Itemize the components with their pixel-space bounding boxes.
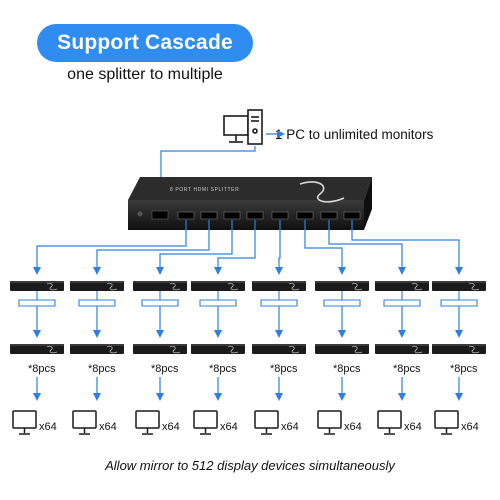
main-output-arrow [351,220,463,275]
cascade-column: *8pcs x64 [10,281,64,435]
cascade-column: *8pcs x64 [432,281,486,435]
splitter-output-port [223,211,241,220]
monitor-count-label: x64 [39,421,57,433]
monitor-icon [254,410,279,435]
computer-icon [223,109,263,145]
splitter-output-port [271,211,289,220]
monitor-count-label: x64 [281,421,299,433]
monitor-icon [12,410,37,435]
splitter-output-port [296,211,314,220]
unit-count-label: *8pcs [393,363,421,375]
split-bracket [141,291,179,307]
banner-title: Support Cascade [57,31,233,54]
unit-count-label: *8pcs [209,363,237,375]
split-bracket [199,291,237,307]
cascade-column: *8pcs x64 [375,281,429,435]
monitor-count-label: x64 [344,421,362,433]
splitter-logo [299,181,345,203]
split-bracket [383,291,421,307]
cascade-column: *8pcs x64 [252,281,306,435]
monitor-icon [135,410,160,435]
footer-caption: Allow mirror to 512 display devices simu… [105,458,395,473]
unit-count-label: *8pcs [28,363,56,375]
monitor-icon [193,410,218,435]
split-bracket [18,291,56,307]
splitter-output-port [320,211,338,220]
cascade-column: *8pcs x64 [70,281,124,435]
monitor-count-label: x64 [220,421,238,433]
cascade-column: *8pcs x64 [133,281,187,435]
monitor-count-label: x64 [461,421,479,433]
banner-subtitle: one splitter to multiple [67,66,223,83]
monitor-count-label: x64 [404,421,422,433]
split-bracket [78,291,116,307]
splitter-output-port [343,211,361,220]
main-output-arrow [214,220,256,275]
monitor-count-label: x64 [162,421,180,433]
main-output-arrow [93,220,210,275]
monitor-icon [317,410,342,435]
unit-count-label: *8pcs [270,363,298,375]
monitor-icon [434,410,459,435]
cascade-column: *8pcs x64 [315,281,369,435]
splitter-brand-text: 8 PORT HDMI SPLITTER [170,187,239,193]
main-output-arrow [304,220,346,275]
monitor-count-label: x64 [99,421,117,433]
main-output-arrow [156,220,233,275]
unit-count-label: *8pcs [333,363,361,375]
support-cascade-banner: Support Cascade [37,24,253,62]
split-bracket [260,291,298,307]
unit-count-label: *8pcs [450,363,478,375]
monitor-icon [377,410,402,435]
main-output-arrow [328,220,406,275]
pc-caption: 1 PC to unlimited monitors [275,127,434,142]
monitor-icon [72,410,97,435]
splitter-output-port [177,211,195,220]
cascade-column: *8pcs x64 [191,281,245,435]
main-output-arrow [275,220,283,275]
main-output-arrow [33,220,187,275]
split-bracket [440,291,478,307]
main-splitter: 8 PORT HDMI SPLITTER [128,177,372,230]
split-bracket [323,291,361,307]
splitter-output-port [246,211,264,220]
unit-count-label: *8pcs [151,363,179,375]
unit-count-label: *8pcs [88,363,116,375]
splitter-output-port [200,211,218,220]
